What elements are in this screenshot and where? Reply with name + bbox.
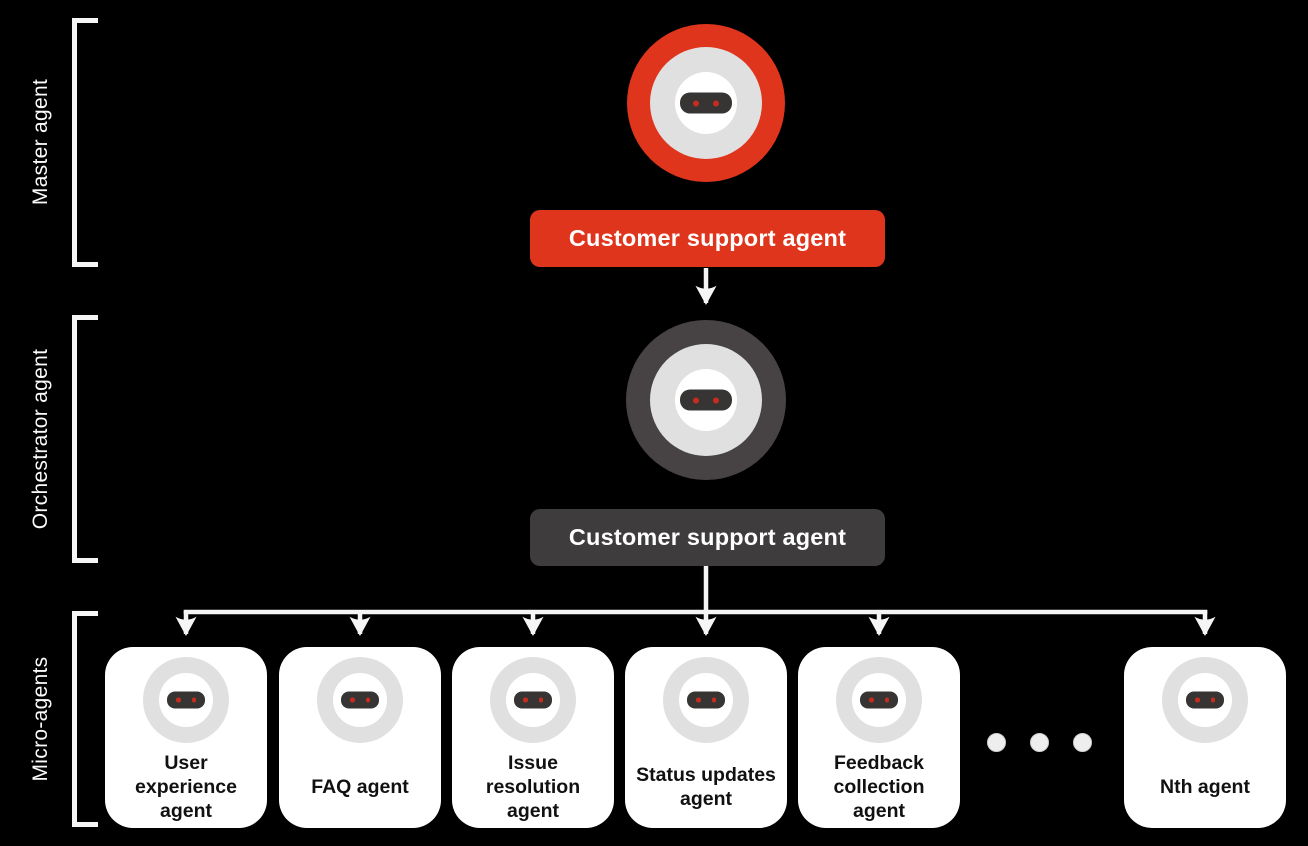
robot-icon (143, 657, 229, 743)
robot-visor (167, 691, 205, 709)
ellipsis-dots (987, 733, 1092, 752)
micro-tier-label: Micro-agents (29, 656, 52, 782)
orchestrator-tier-bracket (72, 315, 98, 563)
micro-agent-card: Nth agent (1124, 647, 1286, 828)
micro-agent-card: Status updates agent (625, 647, 787, 828)
ellipsis-dot (987, 733, 1006, 752)
robot-eye-icon (350, 697, 355, 703)
orchestrator-agent-pill: Customer support agent (530, 509, 885, 566)
robot-visor (860, 691, 898, 709)
micro-tier-bracket (72, 611, 98, 827)
robot-visor (514, 691, 552, 709)
robot-eye-icon (365, 697, 370, 703)
robot-eye-icon (884, 697, 889, 703)
robot-eye-icon (696, 697, 701, 703)
micro-agent-card: Feedback collection agent (798, 647, 960, 828)
robot-eye-icon (1210, 697, 1215, 703)
robot-visor (1186, 691, 1224, 709)
robot-eye-icon (693, 397, 699, 403)
micro-agent-card: User experience agent (105, 647, 267, 828)
robot-eye-icon (538, 697, 543, 703)
robot-eye-icon (191, 697, 196, 703)
robot-visor (341, 691, 379, 709)
master-tier-label: Master agent (29, 78, 52, 206)
micro-agent-label: Issue resolution agent (485, 752, 581, 822)
master-agent-pill: Customer support agent (530, 210, 885, 267)
robot-icon (663, 657, 749, 743)
orchestrator-tier-label: Orchestrator agent (29, 348, 52, 530)
robot-icon (1162, 657, 1248, 743)
master-robot-icon (627, 24, 785, 182)
micro-agent-label: Nth agent (1160, 776, 1250, 798)
robot-eye-icon (1195, 697, 1200, 703)
robot-icon (836, 657, 922, 743)
micro-agent-card: FAQ agent (279, 647, 441, 828)
robot-eye-icon (523, 697, 528, 703)
micro-agent-label: User experience agent (135, 752, 237, 822)
robot-visor (680, 389, 732, 411)
micro-agent-label: FAQ agent (311, 776, 409, 798)
robot-eye-icon (693, 100, 699, 106)
robot-icon (317, 657, 403, 743)
robot-icon (490, 657, 576, 743)
micro-agent-label: Feedback collection agent (833, 752, 925, 822)
micro-agent-card: Issue resolution agent (452, 647, 614, 828)
micro-agent-label: Status updates agent (636, 764, 776, 810)
ellipsis-dot (1073, 733, 1092, 752)
orchestrator-robot-icon (626, 320, 786, 480)
robot-eye-icon (713, 397, 719, 403)
robot-visor (687, 691, 725, 709)
robot-eye-icon (713, 100, 719, 106)
robot-visor (680, 92, 732, 114)
robot-eye-icon (176, 697, 181, 703)
robot-eye-icon (869, 697, 874, 703)
robot-eye-icon (711, 697, 716, 703)
ellipsis-dot (1030, 733, 1049, 752)
master-tier-bracket (72, 18, 98, 267)
